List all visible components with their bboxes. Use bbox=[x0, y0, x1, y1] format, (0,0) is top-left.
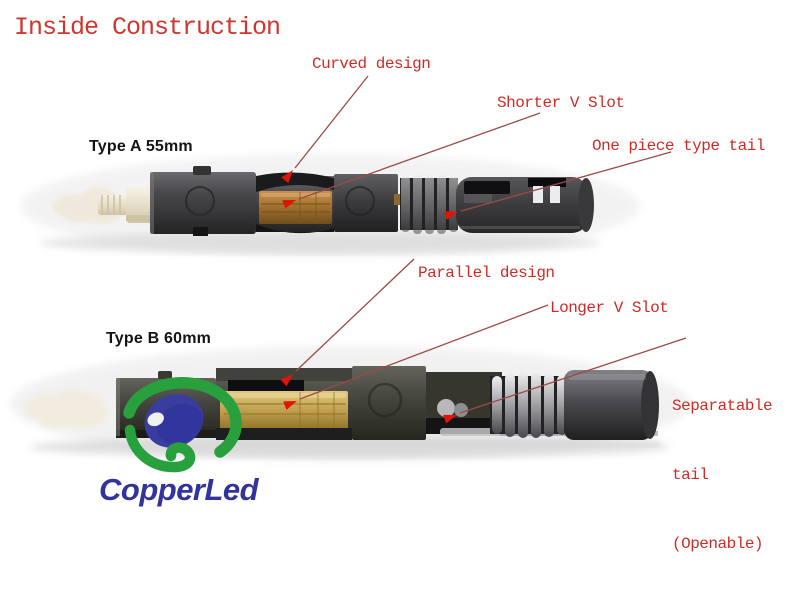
arrow-separatable-tail bbox=[443, 337, 687, 424]
v-slot-window-a bbox=[259, 191, 332, 224]
spring-section-b bbox=[490, 372, 568, 438]
tail-prong-a bbox=[533, 186, 543, 203]
mid-block-a bbox=[334, 174, 402, 232]
label-separatable-tail-line3: (Openable) bbox=[672, 535, 764, 553]
connector-type-a-photo bbox=[52, 166, 594, 236]
annotation-arrows bbox=[280, 75, 687, 424]
curved-window-section-a bbox=[256, 172, 334, 234]
arrow-one-piece-tail bbox=[444, 151, 672, 220]
arrow-shorter-v-slot bbox=[282, 112, 541, 209]
brand-wordmark: CopperLed bbox=[99, 472, 259, 507]
label-separatable-tail-line2: tail bbox=[672, 466, 709, 484]
copperled-logo-graphic bbox=[123, 377, 242, 473]
tail-a bbox=[456, 177, 594, 233]
label-separatable-tail: Separatable tail (Openable) bbox=[672, 349, 773, 599]
arrow-longer-v-slot bbox=[283, 304, 549, 410]
arrow-parallel-design bbox=[280, 258, 415, 387]
body-block-a bbox=[150, 166, 256, 236]
logo-highlight-dot bbox=[147, 412, 164, 427]
label-curved-design: Curved design bbox=[312, 55, 431, 73]
label-separatable-tail-line1: Separatable bbox=[672, 397, 773, 415]
logo-green-arc-bottom bbox=[124, 424, 196, 473]
tail-prong-a bbox=[550, 186, 560, 203]
label-type-b: Type B 60mm bbox=[106, 330, 212, 347]
boot-b bbox=[564, 370, 659, 440]
mid-block-b bbox=[352, 366, 426, 440]
ribbed-section-a bbox=[400, 174, 458, 234]
label-one-piece-tail: One piece type tail bbox=[592, 137, 765, 155]
fiber-end-b bbox=[24, 388, 110, 429]
logo-green-arc-top bbox=[123, 377, 242, 458]
label-parallel-design: Parallel design bbox=[418, 264, 555, 282]
v-slot-window-b bbox=[220, 391, 348, 430]
label-type-a: Type A 55mm bbox=[89, 138, 193, 155]
connector-type-b-photo bbox=[24, 366, 659, 440]
label-shorter-v-slot: Shorter V Slot bbox=[497, 94, 625, 112]
arrow-curved-design bbox=[281, 75, 369, 183]
page-title: Inside Construction bbox=[14, 13, 281, 42]
label-longer-v-slot: Longer V Slot bbox=[550, 299, 669, 317]
